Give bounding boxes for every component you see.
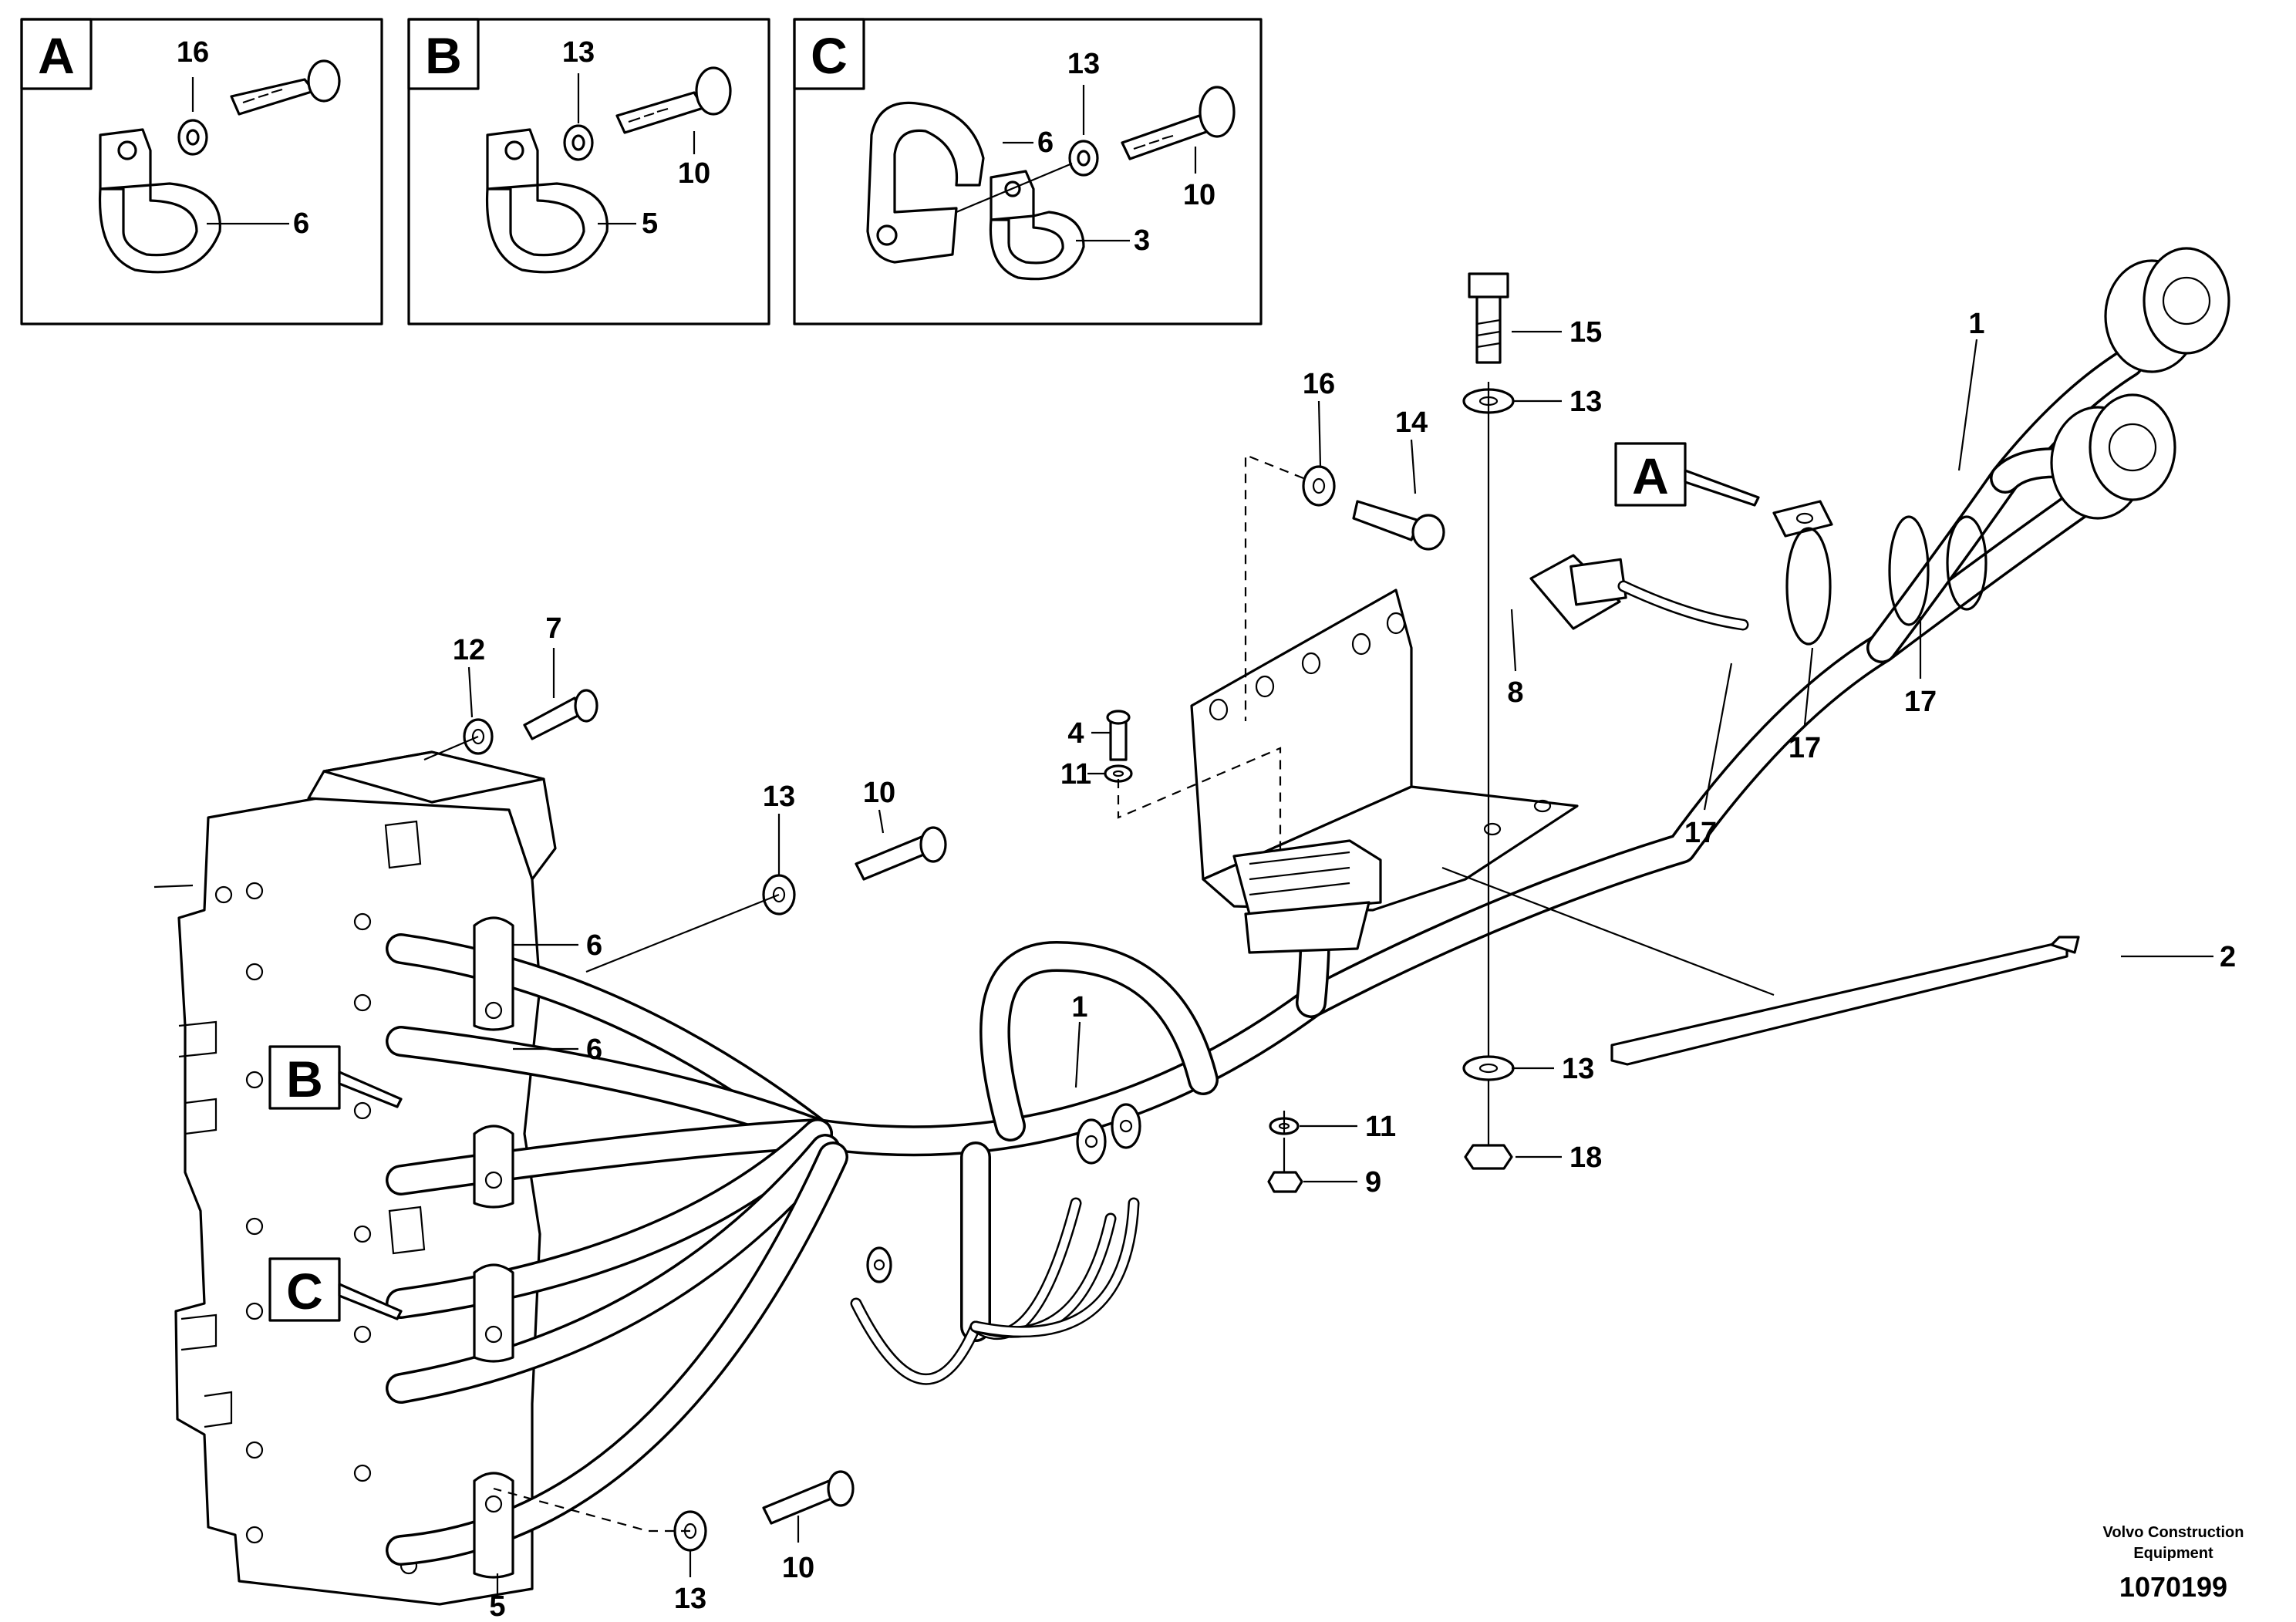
clamp-icon <box>98 128 221 274</box>
part-labels: 1 1 2 4 5 6 6 7 8 9 10 10 11 11 12 13 13… <box>453 308 2236 1622</box>
label-17: 17 <box>1789 732 1821 764</box>
label-11: 11 <box>1060 758 1091 791</box>
leader-lines <box>467 330 2213 1595</box>
label-16: 16 <box>177 36 209 69</box>
callout-a-letter: A <box>1632 447 1669 504</box>
company-name-line1: Volvo Construction <box>2103 1524 2244 1541</box>
block-holes <box>214 882 418 1575</box>
bracket-holes <box>1209 612 1552 836</box>
label-1: 1 <box>1071 991 1087 1023</box>
label-10: 10 <box>863 777 895 809</box>
harness-clamp-icon <box>473 916 514 1579</box>
label-6: 6 <box>586 1034 602 1066</box>
label-4: 4 <box>1067 717 1084 750</box>
detail-b-letter: B <box>425 27 462 84</box>
main-harness-cable <box>386 347 2159 1566</box>
callout-c-letter: C <box>286 1263 323 1320</box>
label-10: 10 <box>678 157 710 190</box>
washer-icon <box>563 124 594 161</box>
detail-view-a: A 16 6 <box>20 18 383 325</box>
detail-a-letter: A <box>38 27 75 84</box>
washer-icon <box>177 119 208 156</box>
label-8: 8 <box>1507 676 1523 709</box>
callout-b-letter: B <box>286 1050 323 1108</box>
label-2: 2 <box>2220 941 2236 973</box>
label-5: 5 <box>642 207 658 240</box>
label-11: 11 <box>1365 1111 1396 1143</box>
footer: Volvo Construction Equipment 1070199 <box>2103 1524 2244 1603</box>
label-9: 9 <box>1365 1166 1381 1199</box>
valve-block <box>153 750 557 1606</box>
label-13: 13 <box>562 36 595 69</box>
detail-c-letter: C <box>811 27 848 84</box>
clamp-icon <box>485 128 609 274</box>
round-connector-icon <box>2050 247 2230 520</box>
label-17: 17 <box>1684 817 1717 849</box>
detail-b-frame <box>407 18 770 325</box>
drawing-number: 1070199 <box>2119 1571 2227 1603</box>
bolt-icon <box>615 66 732 134</box>
detail-a-letter-box <box>20 18 93 90</box>
label-10: 10 <box>1183 179 1215 211</box>
washer-icon <box>1068 140 1099 177</box>
callout-c: C <box>268 1257 403 1322</box>
label-1: 1 <box>1968 308 1984 340</box>
detail-c-frame <box>793 18 1263 325</box>
cable-tie-icon <box>1772 500 1988 646</box>
small-clamp-icon <box>989 170 1085 281</box>
label-6: 6 <box>293 207 309 240</box>
connector-icon <box>1232 839 1382 954</box>
label-13: 13 <box>1067 48 1100 80</box>
company-name-line2: Equipment <box>2133 1545 2213 1562</box>
label-13: 13 <box>763 781 795 813</box>
bolt-icon <box>1121 86 1236 160</box>
label-12: 12 <box>453 634 485 666</box>
label-7: 7 <box>545 612 561 645</box>
callout-a: A <box>1614 442 1760 507</box>
label-13: 13 <box>674 1583 706 1615</box>
detail-c-letter-box <box>793 18 865 90</box>
detail-view-c: C 13 6 10 3 <box>793 18 1263 325</box>
nut-icon <box>1267 1144 1513 1193</box>
label-5: 5 <box>489 1590 505 1622</box>
plug-icon <box>1529 554 1749 631</box>
label-17: 17 <box>1904 686 1937 718</box>
large-clamp-icon <box>866 101 985 264</box>
detail-a-frame <box>20 18 383 325</box>
label-13: 13 <box>1562 1053 1594 1085</box>
label-6: 6 <box>1037 126 1054 159</box>
label-18: 18 <box>1569 1141 1602 1174</box>
label-13: 13 <box>1569 386 1602 418</box>
detail-b-letter-box <box>407 18 480 90</box>
assembly-lines <box>423 382 1775 1533</box>
bolt-icon <box>230 59 341 116</box>
label-6: 6 <box>586 929 602 962</box>
label-3: 3 <box>1134 224 1150 257</box>
callout-b: B <box>268 1045 403 1110</box>
bolt-icon <box>523 272 1509 1525</box>
detail-view-b: B 13 10 5 <box>407 18 770 325</box>
rod-icon <box>1610 936 2080 1066</box>
label-10: 10 <box>782 1552 814 1584</box>
ground-wires <box>850 1197 1140 1385</box>
label-14: 14 <box>1395 406 1428 439</box>
label-16: 16 <box>1303 368 1335 400</box>
ring-terminal-icon <box>866 1103 1141 1283</box>
label-15: 15 <box>1569 316 1602 349</box>
